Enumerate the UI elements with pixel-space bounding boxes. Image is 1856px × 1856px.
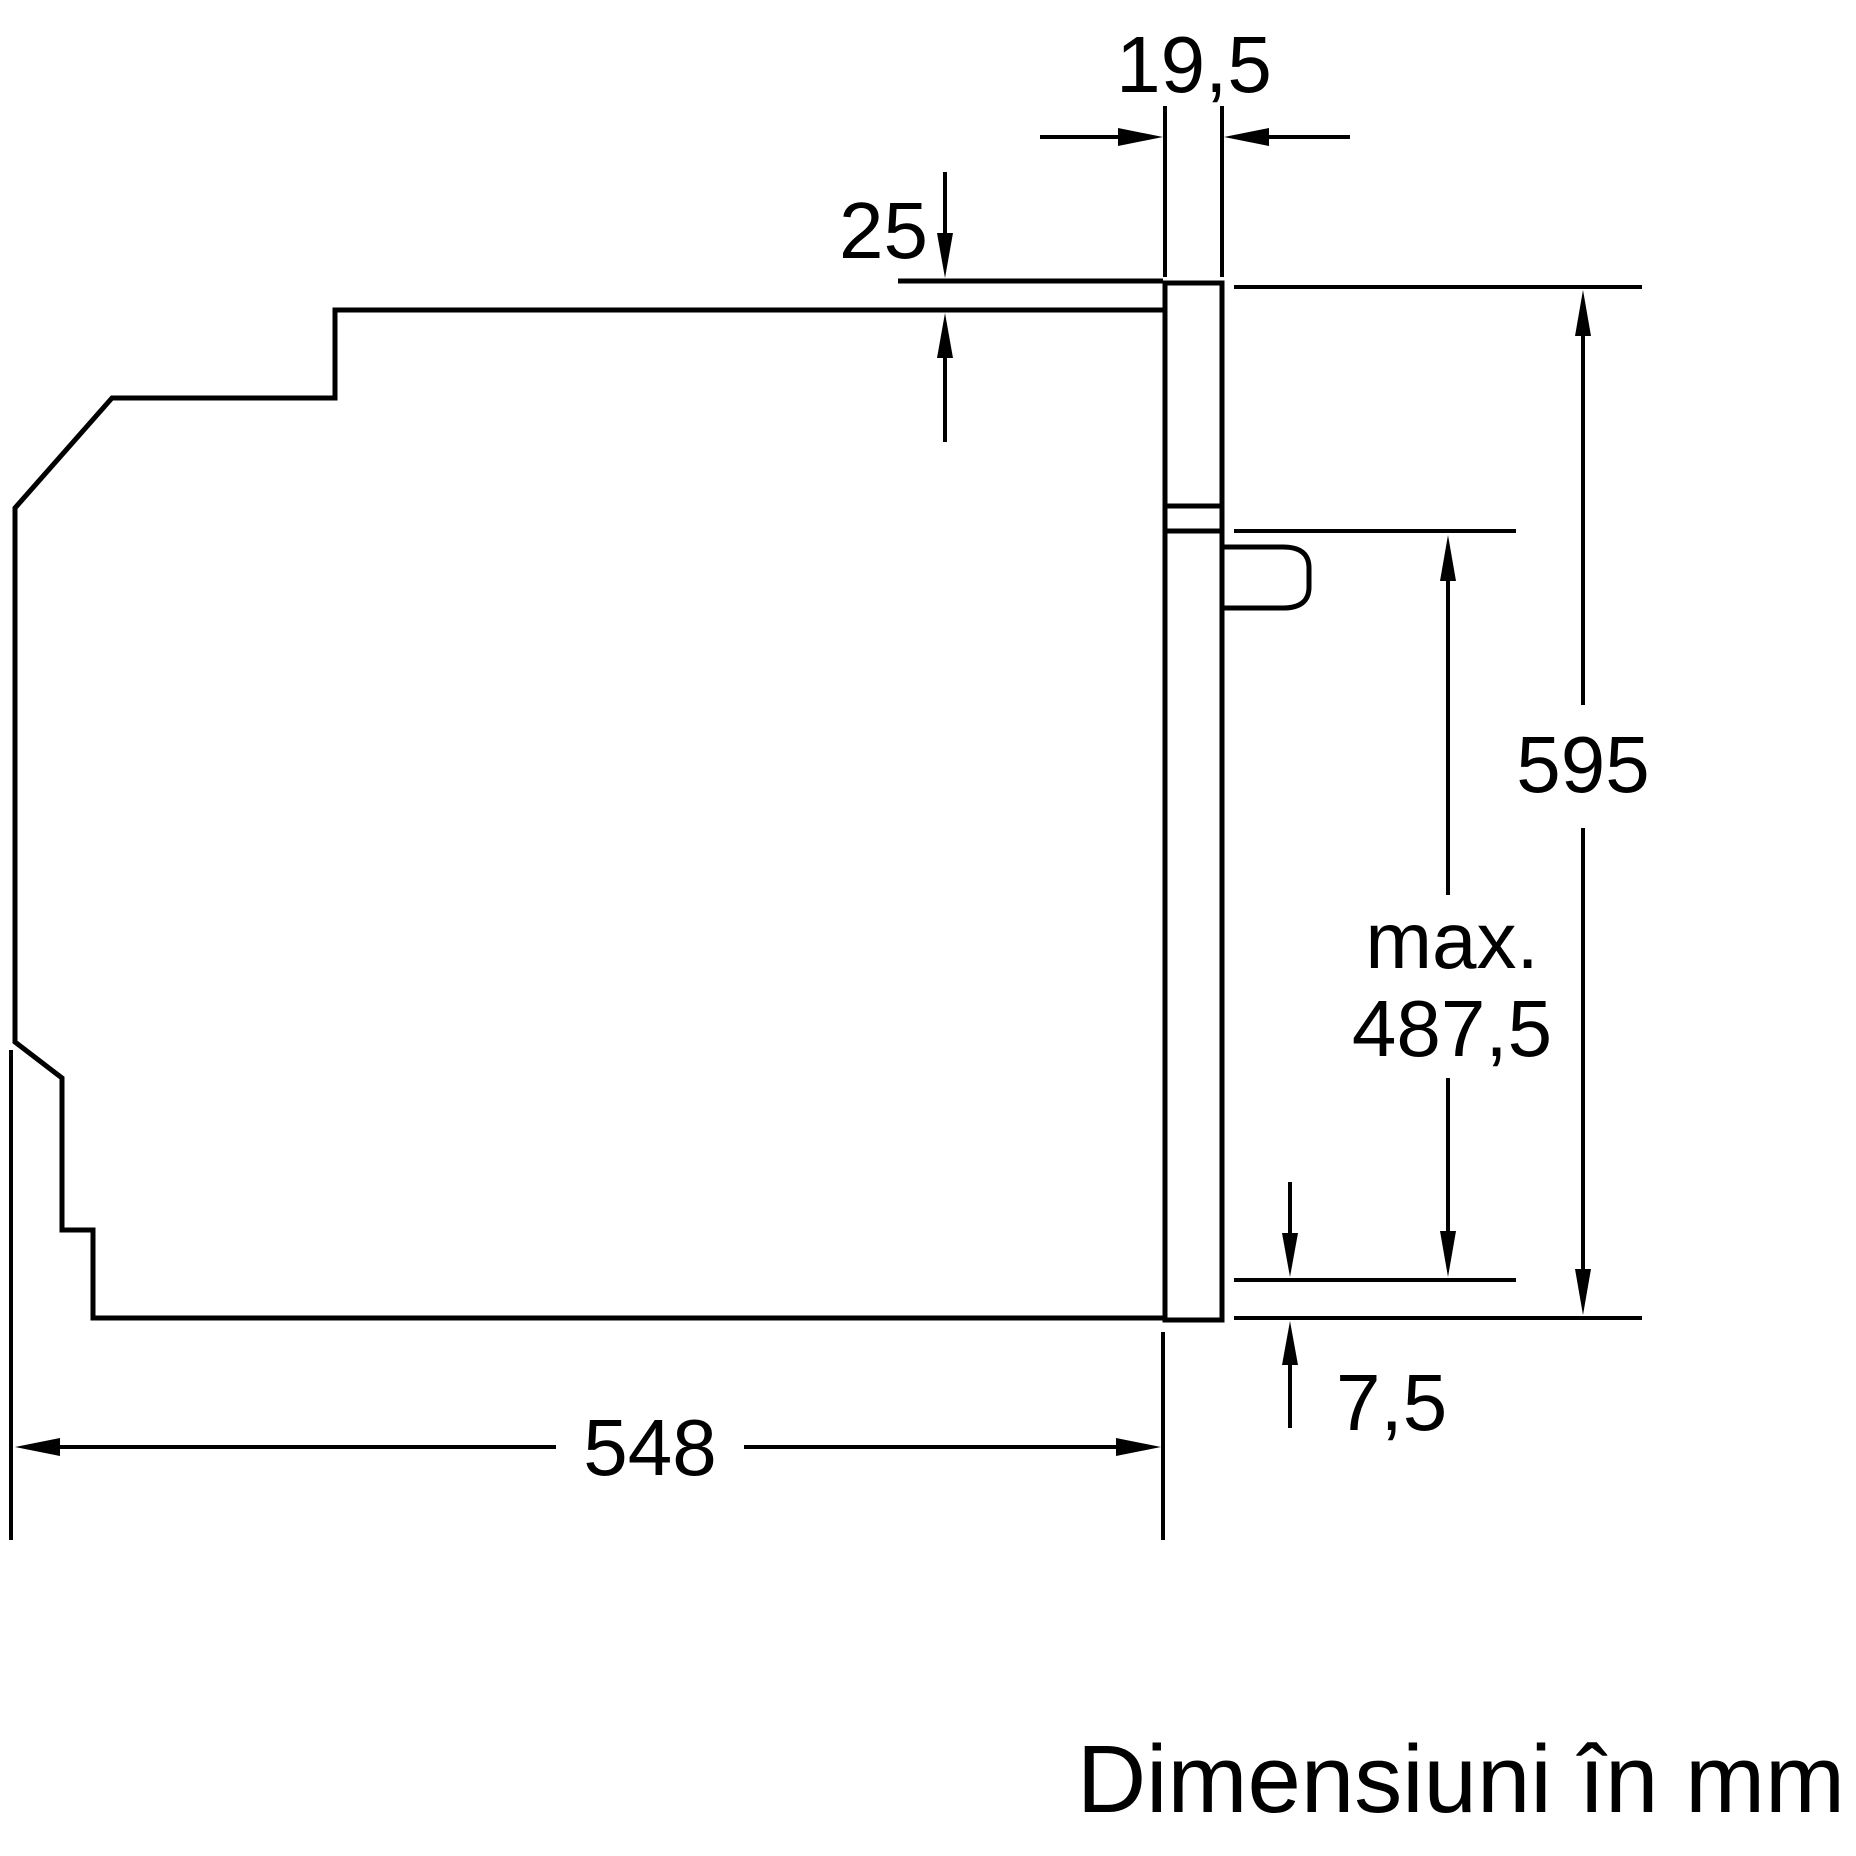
arrowhead-down bbox=[1575, 1269, 1591, 1315]
dim-total-height: 595 bbox=[1234, 285, 1650, 1320]
arrowhead-down bbox=[1282, 1233, 1298, 1277]
units-note: Dimensiuni în mm bbox=[1077, 1726, 1845, 1833]
dim-label-max-prefix: max. bbox=[1365, 896, 1538, 985]
dim-label-panel-gap: 19,5 bbox=[1116, 20, 1272, 109]
dim-label-bottom-clearance: 7,5 bbox=[1336, 1358, 1447, 1447]
arrowhead-right bbox=[1118, 128, 1163, 146]
arrowhead-up bbox=[1440, 535, 1456, 581]
arrowhead-up bbox=[1282, 1321, 1298, 1365]
dim-label-top-clearance: 25 bbox=[839, 186, 928, 275]
dim-bottom-clearance: 7,5 bbox=[1282, 1182, 1447, 1447]
front-panel bbox=[1162, 280, 1225, 1323]
dim-top-clearance: 25 bbox=[839, 172, 953, 442]
dim-panel-gap: 19,5 bbox=[1040, 20, 1350, 277]
oven-body bbox=[12, 278, 1312, 1323]
arrowhead-down bbox=[1440, 1231, 1456, 1277]
arrowhead-down bbox=[937, 233, 953, 278]
dim-depth: 548 bbox=[9, 1050, 1165, 1540]
dim-label-depth: 548 bbox=[583, 1403, 716, 1492]
dim-max-height: max. 487,5 bbox=[1234, 529, 1552, 1282]
oven-body-outline bbox=[12, 307, 1165, 1321]
arrowhead-up bbox=[1575, 290, 1591, 336]
arrowhead-left bbox=[15, 1438, 60, 1456]
dim-label-max-value: 487,5 bbox=[1352, 984, 1552, 1073]
door-knob bbox=[1222, 544, 1312, 611]
arrowhead-up bbox=[937, 313, 953, 358]
arrowhead-left bbox=[1224, 128, 1269, 146]
arrowhead-right bbox=[1116, 1438, 1161, 1456]
dim-label-total-height: 595 bbox=[1516, 720, 1649, 809]
